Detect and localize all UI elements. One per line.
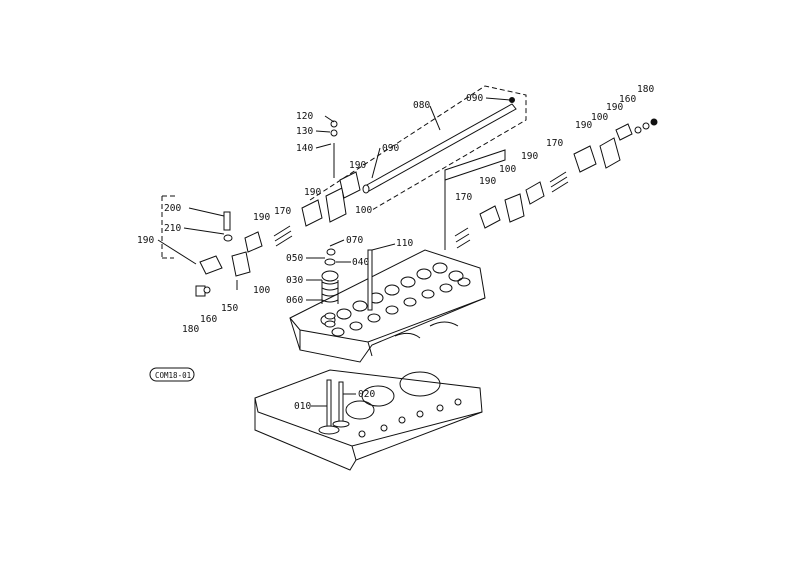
label-190-mid-right: 190 <box>521 151 538 162</box>
label-120: 120 <box>296 111 313 122</box>
label-150: 150 <box>221 303 238 314</box>
engine-block <box>254 369 483 471</box>
label-100-right-b: 100 <box>591 112 608 123</box>
label-090-top: 090 <box>466 93 483 104</box>
rocker-shaft <box>309 85 527 211</box>
label-210: 210 <box>164 223 181 234</box>
label-070: 070 <box>346 235 363 246</box>
label-190-far-left: 190 <box>137 235 154 246</box>
code-badge: COM18-01 <box>149 367 195 382</box>
label-060: 060 <box>286 295 303 306</box>
label-100-right-a: 100 <box>499 164 516 175</box>
part-labels: 010 020 030 040 050 060 070 080 090 090 … <box>137 84 654 412</box>
label-050: 050 <box>286 253 303 264</box>
label-190-far-right: 190 <box>606 102 623 113</box>
label-140: 140 <box>296 143 313 154</box>
label-100-center: 100 <box>355 205 372 216</box>
label-180-left: 180 <box>182 324 199 335</box>
label-190-right: 190 <box>575 120 592 131</box>
label-040: 040 <box>352 257 369 268</box>
label-020: 020 <box>358 389 375 400</box>
label-130: 130 <box>296 126 313 137</box>
label-170-right: 170 <box>546 138 563 149</box>
label-030: 030 <box>286 275 303 286</box>
valve-spring-stack <box>321 248 373 328</box>
label-160-left: 160 <box>200 314 217 325</box>
label-170-left: 170 <box>274 206 291 217</box>
valves <box>318 379 350 435</box>
label-110: 110 <box>396 238 413 249</box>
label-190-left: 190 <box>253 212 270 223</box>
leader-lines <box>157 97 511 407</box>
label-190-upper-left: 190 <box>304 187 321 198</box>
label-100-left: 100 <box>253 285 270 296</box>
rocker-assembly-right <box>444 118 658 250</box>
label-090-mid: 090 <box>382 143 399 154</box>
label-200: 200 <box>164 203 181 214</box>
label-180-right: 180 <box>637 84 654 95</box>
label-010: 010 <box>294 401 311 412</box>
code-badge-text: COM18-01 <box>155 371 191 380</box>
cylinder-head <box>289 249 486 363</box>
label-190-mid: 190 <box>479 176 496 187</box>
label-160-right: 160 <box>619 94 636 105</box>
label-170-mid: 170 <box>455 192 472 203</box>
label-190-top-left: 190 <box>349 160 366 171</box>
rocker-assembly-left <box>161 120 361 297</box>
label-080: 080 <box>413 100 430 111</box>
